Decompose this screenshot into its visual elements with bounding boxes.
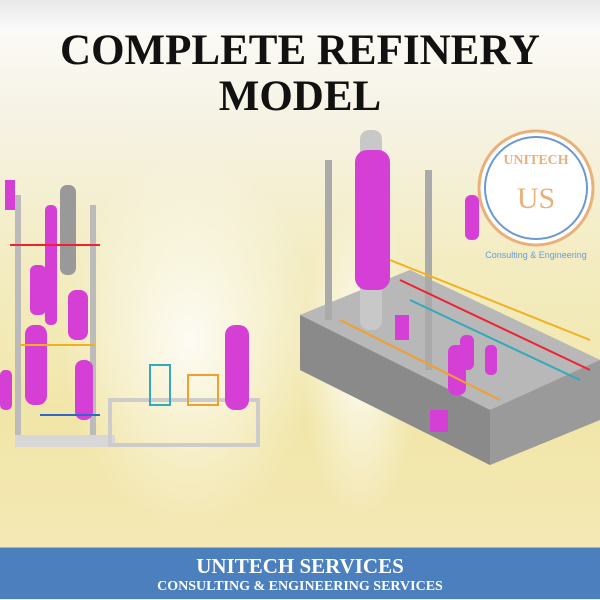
logo-ring-text: UNITECH [503, 153, 568, 168]
oil-splash-decoration [60, 150, 320, 530]
footer-banner: UNITECH SERVICES CONSULTING & ENGINEERIN… [0, 547, 600, 599]
company-name: UNITECH SERVICES [196, 554, 404, 578]
page-title: COMPLETE REFINERY MODEL [60, 27, 540, 120]
logo-sub-text: Consulting & Engineering [485, 250, 587, 260]
refinery-model-right-image [300, 130, 600, 465]
logo-badge: UNITECH US [477, 129, 595, 247]
unitech-logo: UNITECH US Consulting & Engineering [476, 128, 596, 261]
company-tagline: CONSULTING & ENGINEERING SERVICES [157, 579, 443, 594]
top-gradient-band [0, 0, 600, 30]
logo-monogram: US [517, 182, 555, 215]
refinery-model-left-image [0, 180, 260, 447]
